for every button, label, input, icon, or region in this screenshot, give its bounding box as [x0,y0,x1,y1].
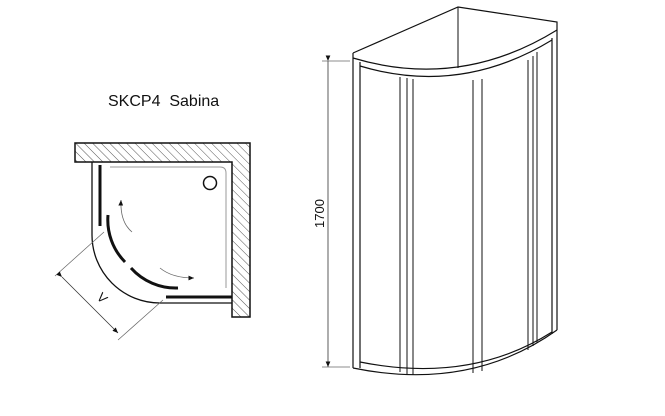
door-panel-sliding-2 [129,266,179,290]
tray-outline [110,166,227,288]
door-frame-verticals [399,52,538,375]
wall-hatched [74,142,251,318]
dimension-line-v [56,271,119,334]
dimension-label-v: V [94,290,111,307]
extension-line [54,231,105,277]
top-frame-curve-inner [359,39,553,78]
top-outline [352,6,558,54]
drain-icon [202,175,218,191]
plan-view: V [54,142,251,341]
door-panel-sliding-1 [106,214,127,264]
open-arrow-up-icon [118,199,133,233]
product-title: SKCP4 Sabina [108,93,220,110]
enclosure-outline [91,162,232,304]
bottom-frame-curve [352,329,558,376]
extension-line [117,299,164,341]
open-arrow-right-icon [159,267,195,281]
elevation-view [322,6,558,376]
height-dimension-label: 1700 [312,199,327,228]
top-frame-curve [352,29,558,70]
